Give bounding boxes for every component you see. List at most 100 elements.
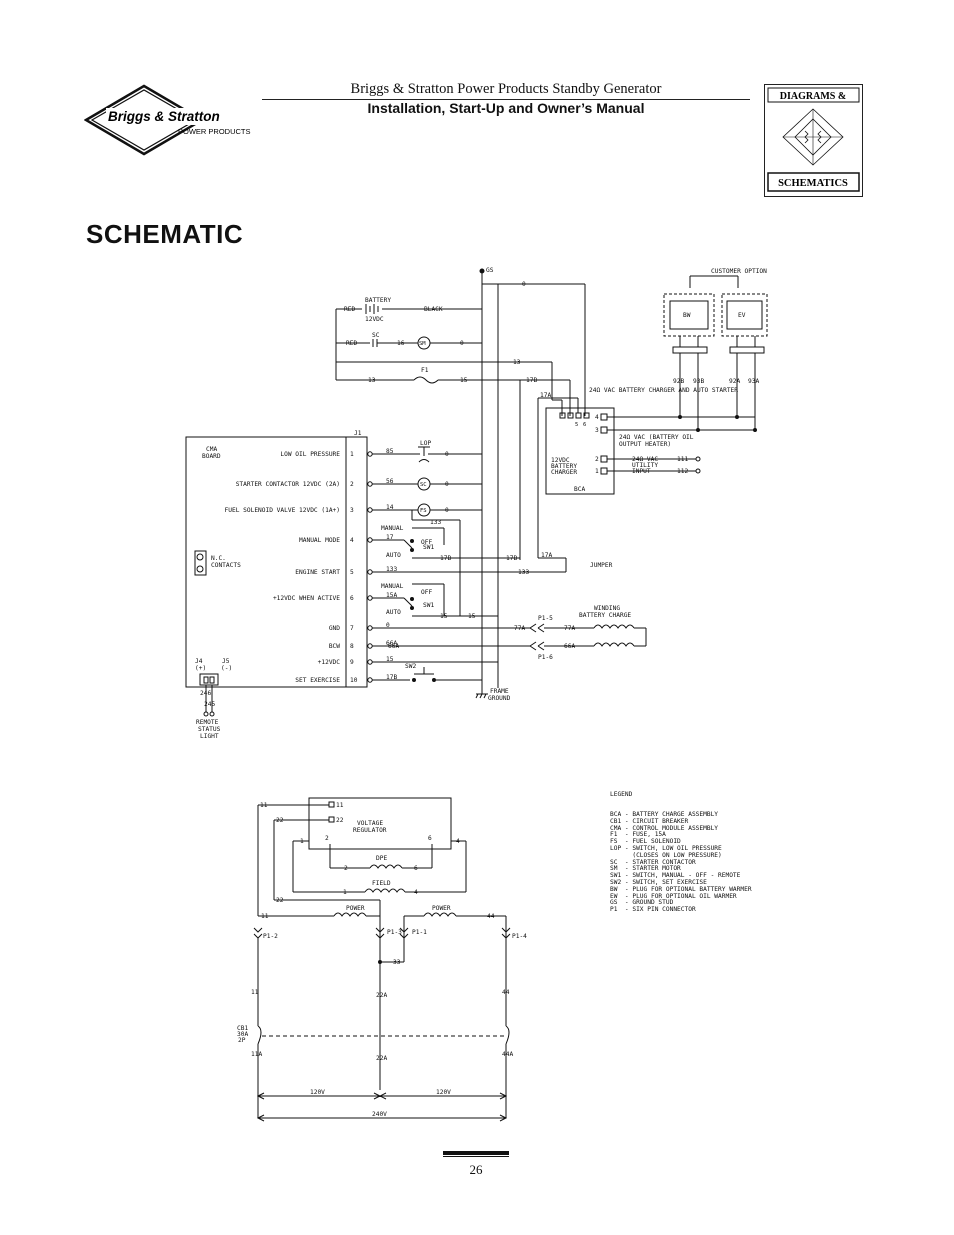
svg-text:44: 44 bbox=[487, 913, 495, 920]
svg-text:POWER: POWER bbox=[432, 905, 451, 912]
terminal-wire-number: 15 bbox=[386, 656, 394, 663]
terminal-label: +12VDC bbox=[318, 659, 341, 666]
svg-text:22A: 22A bbox=[376, 992, 387, 999]
svg-text:66A: 66A bbox=[388, 643, 399, 650]
footer-bar bbox=[443, 1151, 509, 1155]
svg-text:24Ω VAC (BATTERY OIL: 24Ω VAC (BATTERY OIL bbox=[619, 434, 694, 441]
svg-text:24Ω VAC: 24Ω VAC bbox=[632, 456, 658, 463]
terminal-pin bbox=[367, 481, 373, 487]
terminal-label: ENGINE START bbox=[295, 569, 340, 576]
svg-text:STATUS: STATUS bbox=[198, 726, 221, 733]
legend-item: SW1 - SWITCH, MANUAL - OFF - REMOTE bbox=[610, 872, 741, 880]
schematic-diagram: GS 0 BATTERY 12VDC RED BLACK RED SC 16 S… bbox=[185, 267, 768, 1122]
svg-text:17A: 17A bbox=[541, 552, 552, 559]
terminal-number: 3 bbox=[350, 507, 354, 514]
svg-text:120V: 120V bbox=[310, 1089, 325, 1096]
svg-text:0: 0 bbox=[445, 451, 449, 458]
terminal-number: 5 bbox=[350, 569, 354, 576]
legend-item: SM - STARTER MOTOR bbox=[610, 865, 681, 873]
header-subtitle: Installation, Start-Up and Owner’s Manua… bbox=[367, 100, 645, 116]
legend-item: (CLOSES ON LOW PRESSURE) bbox=[610, 851, 722, 859]
terminal-pin bbox=[367, 537, 373, 543]
svg-text:22: 22 bbox=[336, 817, 344, 824]
terminal-number: 8 bbox=[350, 643, 354, 650]
svg-text:P1-2: P1-2 bbox=[263, 933, 278, 940]
svg-text:RED: RED bbox=[346, 340, 357, 347]
terminal-wire-number: 66A bbox=[386, 640, 397, 647]
svg-text:DPE: DPE bbox=[376, 855, 387, 862]
terminal-wiring: LOP 0 SC 0 FS 0 MANUAL OFF AUTO SW1 133 … bbox=[378, 440, 647, 702]
svg-text:17A: 17A bbox=[540, 392, 551, 399]
ev-plug: EV bbox=[738, 312, 746, 319]
svg-text:P1-4: P1-4 bbox=[512, 933, 527, 940]
svg-text:111: 111 bbox=[677, 456, 688, 463]
svg-text:BATTERY: BATTERY bbox=[551, 463, 577, 470]
svg-text:93A: 93A bbox=[748, 378, 759, 385]
terminal-label: FUEL SOLENOID VALVE 12VDC (1A+) bbox=[225, 507, 340, 514]
page-number: 26 bbox=[469, 1162, 483, 1177]
footer-rule bbox=[443, 1156, 509, 1157]
svg-text:44A: 44A bbox=[502, 1051, 513, 1058]
svg-text:P1-5: P1-5 bbox=[538, 615, 553, 622]
svg-text:1: 1 bbox=[595, 468, 599, 475]
svg-text:BOARD: BOARD bbox=[202, 453, 221, 460]
legend-item: LOP - SWITCH, LOW OIL PRESSURE bbox=[610, 844, 722, 852]
svg-text:J5: J5 bbox=[222, 658, 230, 665]
svg-text:22: 22 bbox=[276, 817, 284, 824]
svg-text:11A: 11A bbox=[251, 1051, 262, 1058]
legend-item: BCA - BATTERY CHARGE ASSEMBLY bbox=[610, 810, 719, 818]
svg-text:RED: RED bbox=[344, 306, 355, 313]
svg-text:17B: 17B bbox=[526, 377, 537, 384]
legend-item: FS - FUEL SOLENOID bbox=[610, 838, 681, 846]
customer-option: CUSTOMER OPTION BW EV 92B 93B 92A 93A bbox=[663, 268, 768, 432]
svg-text:BCA: BCA bbox=[574, 486, 585, 493]
bca-title: 24Ω VAC BATTERY CHARGER AND AUTO STARTER bbox=[589, 387, 738, 394]
svg-text:4: 4 bbox=[595, 414, 599, 421]
svg-text:30A: 30A bbox=[237, 1031, 248, 1038]
terminal-wire-number: 17B bbox=[386, 674, 397, 681]
svg-text:SC: SC bbox=[372, 332, 380, 339]
svg-text:REMOTE: REMOTE bbox=[196, 719, 219, 726]
svg-text:0: 0 bbox=[445, 481, 449, 488]
svg-text:17B: 17B bbox=[506, 555, 517, 562]
header-rule bbox=[262, 99, 750, 100]
svg-text:133: 133 bbox=[430, 519, 441, 526]
svg-text:LIGHT: LIGHT bbox=[200, 733, 219, 740]
legend-item: CB1 - CIRCUIT BREAKER bbox=[610, 817, 689, 825]
svg-text:P1-6: P1-6 bbox=[538, 654, 553, 661]
terminal-label: SET EXERCISE bbox=[295, 677, 340, 684]
terminal-pin bbox=[367, 507, 373, 513]
terminal-pin bbox=[367, 625, 373, 631]
svg-text:AUTO: AUTO bbox=[386, 609, 401, 616]
svg-text:P1-3: P1-3 bbox=[387, 929, 402, 936]
terminal-wire-number: 15A bbox=[386, 592, 397, 599]
legend-title: LEGEND bbox=[610, 790, 633, 798]
svg-text:3: 3 bbox=[595, 427, 599, 434]
gs-label: GS bbox=[486, 267, 494, 274]
svg-text:JUMPER: JUMPER bbox=[590, 562, 613, 569]
svg-text:0: 0 bbox=[522, 281, 526, 288]
terminal-label: LOW OIL PRESSURE bbox=[280, 451, 340, 458]
svg-text:0: 0 bbox=[445, 507, 449, 514]
page-title: SCHEMATIC bbox=[86, 219, 244, 249]
terminal-number: 10 bbox=[350, 677, 358, 684]
svg-text:OFF: OFF bbox=[421, 589, 432, 596]
svg-text:(+): (+) bbox=[195, 665, 206, 672]
terminal-label: BCW bbox=[329, 643, 340, 650]
svg-text:12VDC: 12VDC bbox=[551, 457, 570, 464]
svg-text:POWER: POWER bbox=[346, 905, 365, 912]
terminal-number: 4 bbox=[350, 537, 354, 544]
svg-text:J1: J1 bbox=[354, 430, 362, 437]
svg-text:240V: 240V bbox=[372, 1111, 387, 1118]
terminal-number: 7 bbox=[350, 625, 354, 632]
terminal-wire-number: 17 bbox=[386, 534, 394, 541]
svg-text:11: 11 bbox=[251, 989, 259, 996]
svg-text:SM: SM bbox=[419, 341, 426, 347]
terminal-number: 2 bbox=[350, 481, 354, 488]
customer-option-label: CUSTOMER OPTION bbox=[711, 268, 767, 275]
terminal-label: STARTER CONTACTOR 12VDC (2A) bbox=[236, 481, 340, 488]
svg-text:2P: 2P bbox=[238, 1037, 246, 1044]
svg-text:2: 2 bbox=[344, 865, 348, 872]
remote-status-light: J4 J5 (+) (-) 246 245 REMOTE STATUS LIGH… bbox=[195, 658, 232, 740]
